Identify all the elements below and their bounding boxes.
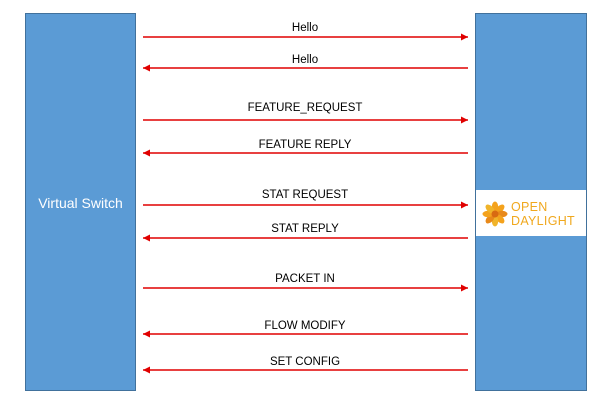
logo-text-daylight: DAYLIGHT — [511, 214, 575, 228]
arrowhead-icon — [143, 149, 150, 157]
message-label: SET CONFIG — [269, 356, 341, 368]
logo-text-open: OPEN — [511, 200, 548, 214]
arrowhead-icon — [143, 234, 150, 242]
opendaylight-logo: OPEN DAYLIGHT — [476, 190, 586, 236]
virtual-switch-label: Virtual Switch — [38, 195, 123, 211]
message-label: Hello — [291, 54, 319, 66]
arrowhead-icon — [143, 330, 150, 338]
arrowhead-icon — [461, 201, 468, 209]
arrowhead-icon — [143, 64, 150, 72]
arrowhead-icon — [461, 33, 468, 41]
message-label: Hello — [291, 22, 319, 34]
message-label: FEATURE REPLY — [258, 139, 352, 151]
arrowhead-icon — [143, 366, 150, 374]
message-label: PACKET IN — [275, 273, 335, 285]
message-label: STAT REPLY — [271, 223, 339, 235]
message-label: FEATURE_REQUEST — [247, 102, 363, 114]
opendaylight-controller-box: OPEN DAYLIGHT — [475, 13, 587, 391]
arrowhead-icon — [461, 116, 468, 124]
message-label: STAT REQUEST — [261, 189, 349, 201]
virtual-switch-box: Virtual Switch — [25, 13, 136, 391]
message-label: FLOW MODIFY — [264, 320, 346, 332]
flower-icon — [482, 201, 508, 227]
arrowhead-icon — [461, 284, 468, 292]
